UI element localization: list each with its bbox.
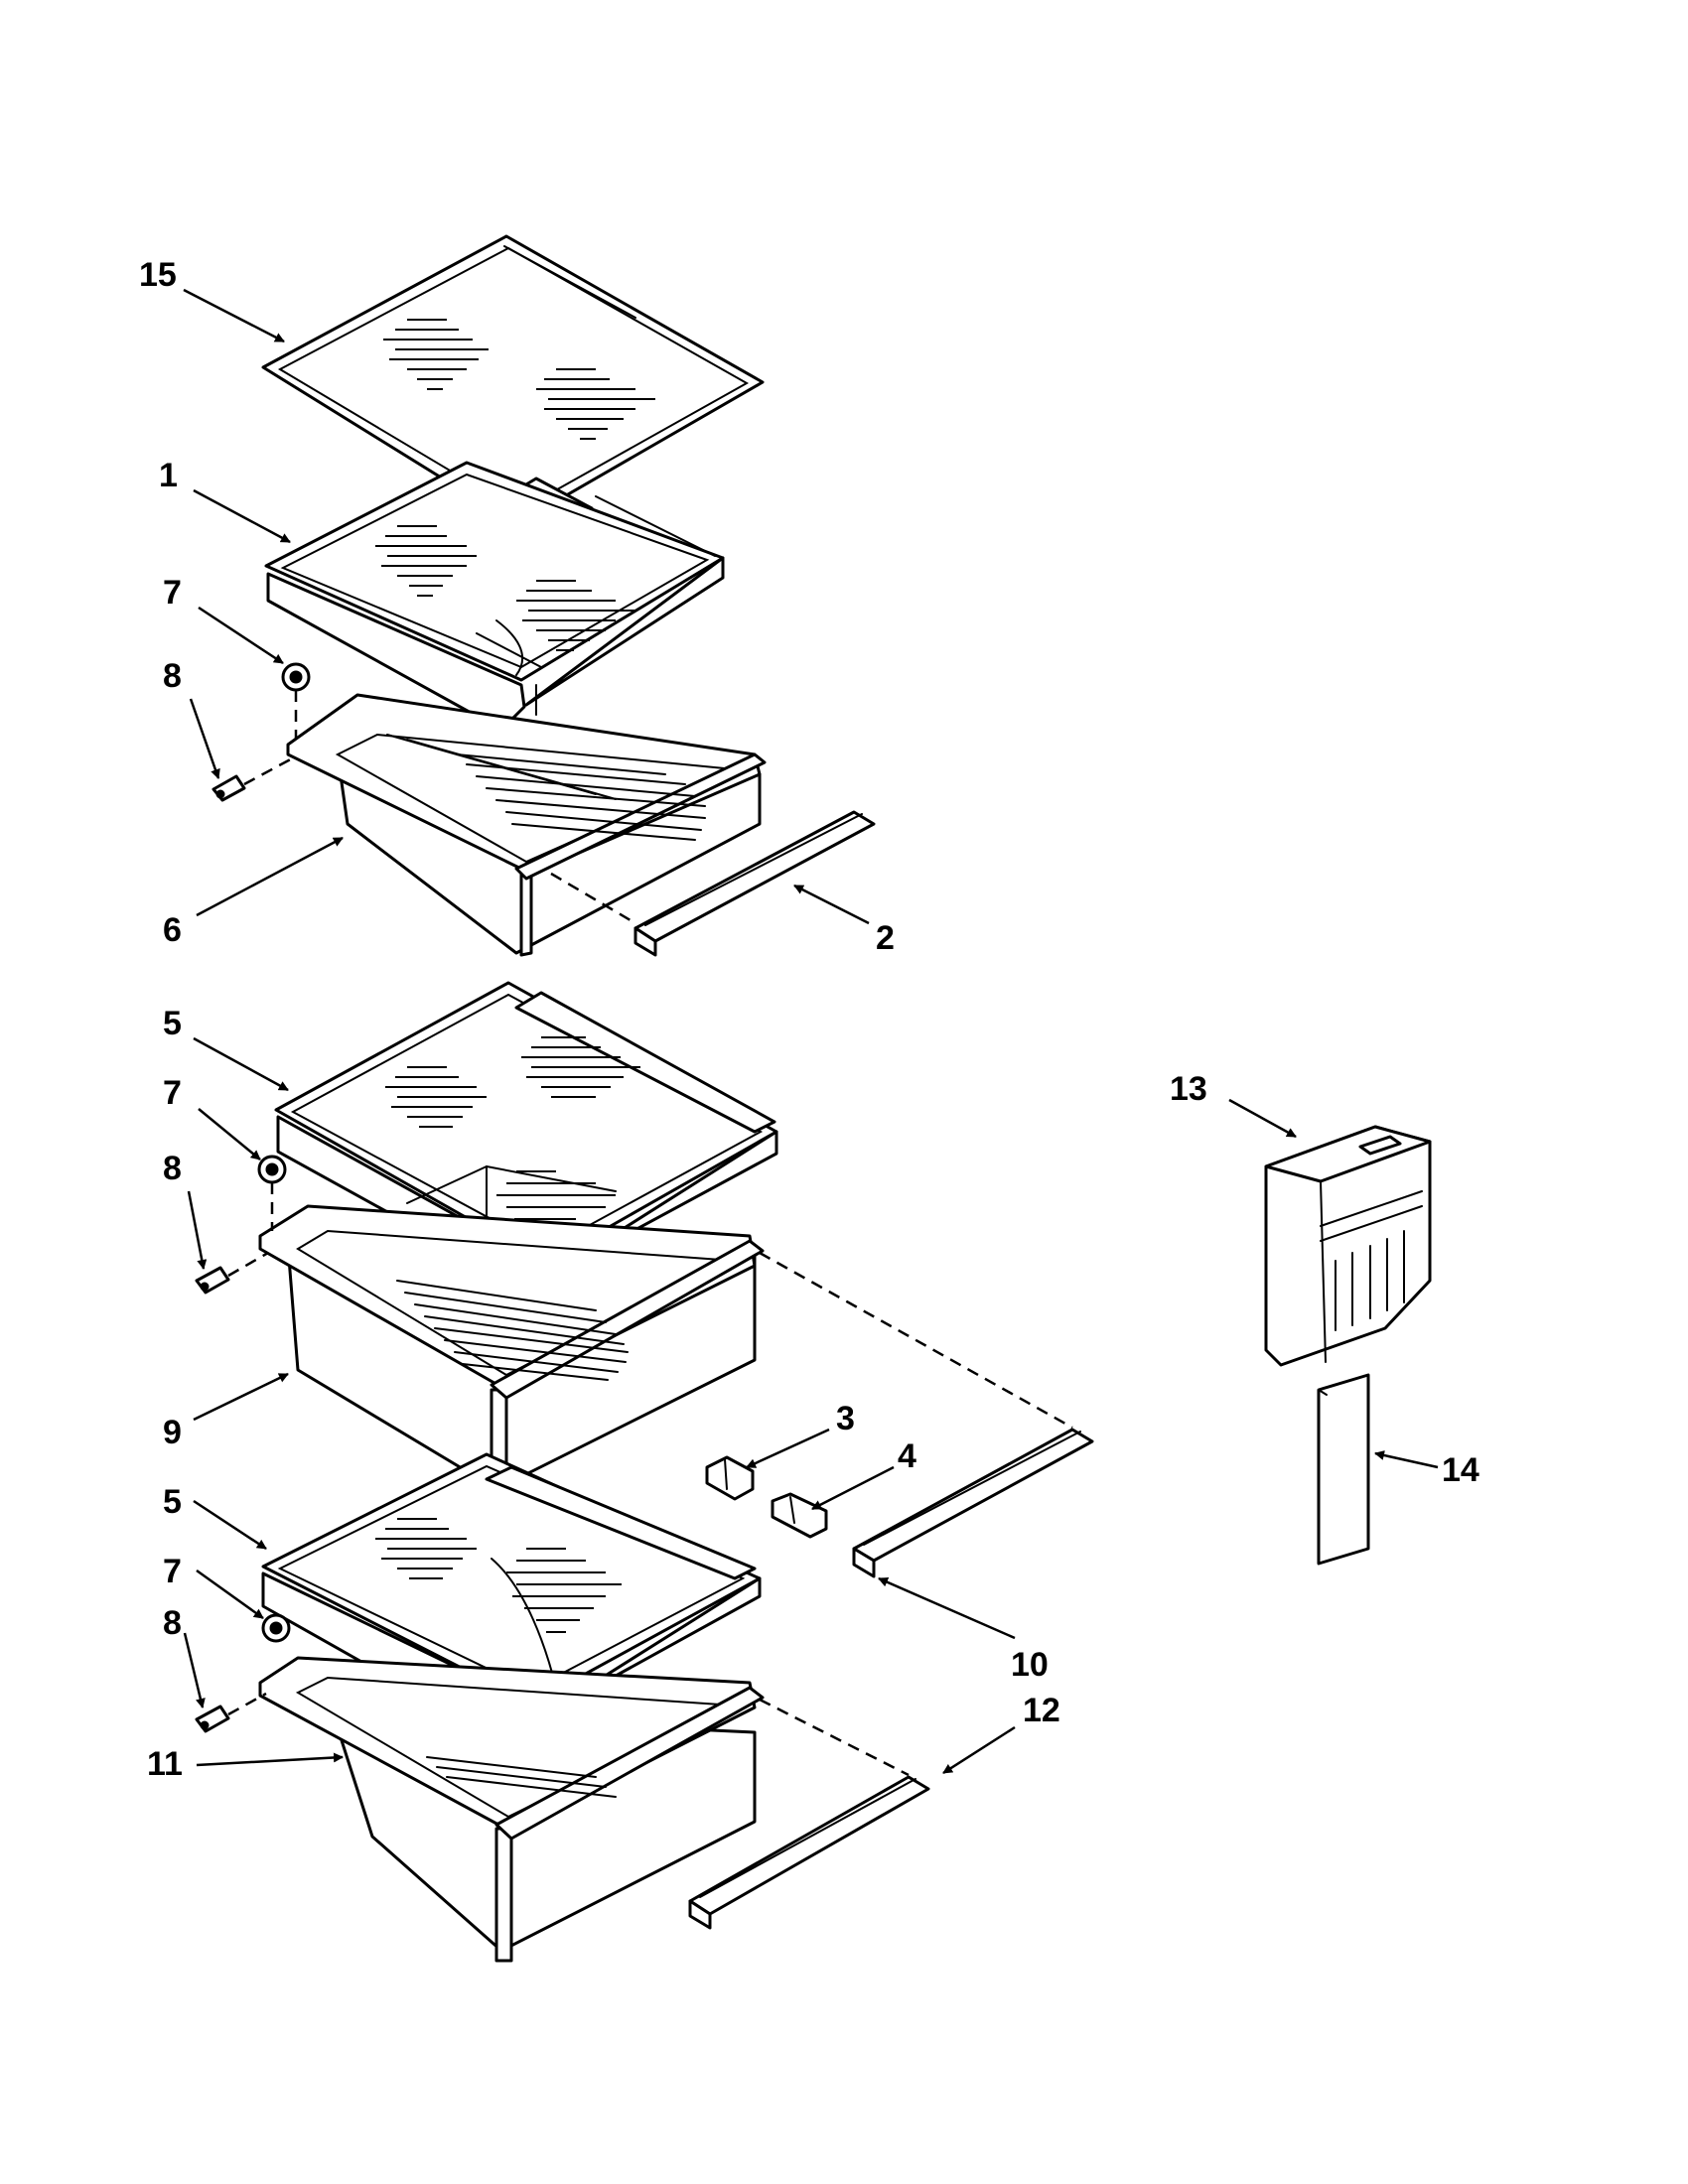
callout-7: 7	[163, 1553, 182, 1590]
callout-1: 1	[159, 457, 178, 494]
part-14-panel	[1317, 1373, 1370, 1566]
part-2-rail	[633, 810, 876, 957]
dash-8c	[227, 1692, 267, 1716]
callout-3: 3	[836, 1400, 855, 1437]
part-3-bracket	[705, 1455, 755, 1501]
dash-10	[759, 1251, 1073, 1430]
part-10-rail	[852, 1428, 1094, 1578]
part-13-cover	[1264, 1125, 1432, 1367]
callout-11: 11	[147, 1745, 183, 1783]
callout-labels: 15 1 7 8 6 2 5 7 8 9 3 4 5 7 8 10 11 12 …	[139, 256, 1479, 1783]
part-6-drawer	[286, 684, 767, 957]
callout-4: 4	[898, 1437, 916, 1475]
dash-12	[759, 1698, 910, 1777]
dash-8a	[243, 754, 297, 786]
part-1-shelf	[264, 461, 725, 732]
part-7-knob-c	[261, 1613, 291, 1643]
dash-2	[550, 872, 636, 925]
part-11-drawer	[258, 1656, 765, 1963]
callout-8: 8	[163, 1604, 182, 1642]
part-12-rail	[688, 1775, 930, 1930]
callout-8: 8	[163, 1150, 182, 1187]
callout-6: 6	[163, 911, 182, 949]
part-7-knob-a	[281, 662, 311, 692]
part-8-clip-b	[195, 1266, 230, 1295]
part-4-bracket	[771, 1492, 828, 1539]
part-9-drawer	[258, 1204, 765, 1506]
callout-7: 7	[163, 1074, 182, 1112]
dash-8b	[227, 1251, 269, 1278]
callout-7: 7	[163, 574, 182, 612]
part-8-clip-a	[211, 774, 246, 802]
callout-14: 14	[1442, 1451, 1479, 1489]
callout-5: 5	[163, 1005, 182, 1042]
callout-9: 9	[163, 1414, 182, 1451]
callout-8: 8	[163, 657, 182, 695]
leader-lines	[183, 288, 1439, 1775]
callout-12: 12	[1023, 1692, 1060, 1729]
part-8-clip-c	[195, 1705, 230, 1733]
callout-5: 5	[163, 1483, 182, 1521]
callout-15: 15	[139, 256, 177, 294]
callout-10: 10	[1011, 1646, 1049, 1684]
callout-2: 2	[876, 919, 895, 957]
part-7-knob-b	[257, 1155, 287, 1184]
callout-13: 13	[1170, 1070, 1207, 1108]
